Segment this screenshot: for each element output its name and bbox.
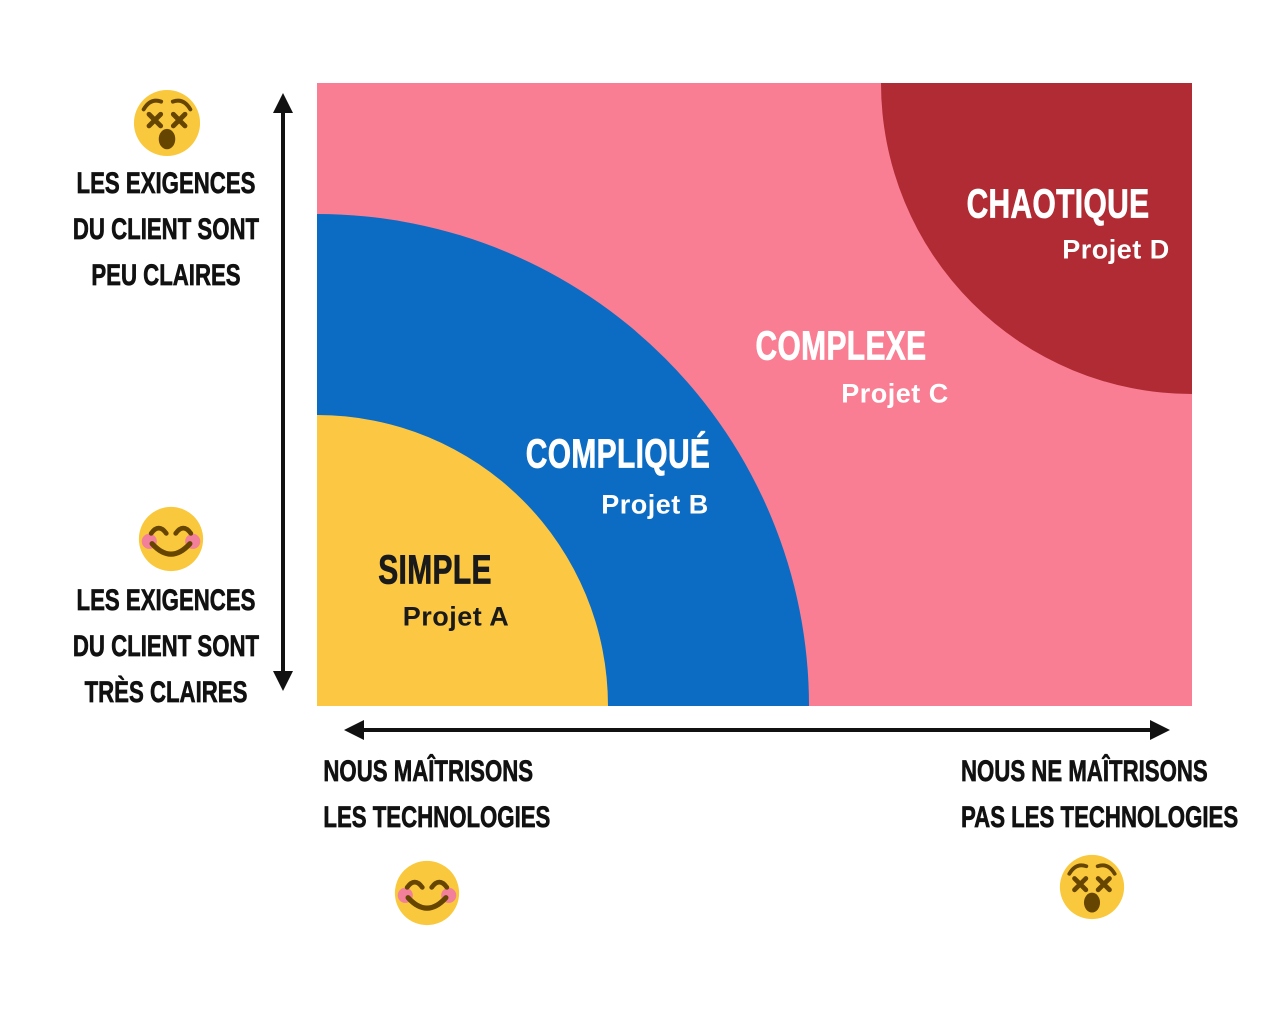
y-axis-high-line3: PEU CLAIRES	[91, 259, 241, 293]
zone-chaotique-title: CHAOTIQUE	[933, 180, 1184, 228]
zone-chaotique-subtitle: Projet D	[1062, 235, 1170, 266]
zone-complexe-subtitle: Projet C	[841, 379, 949, 410]
x-axis-right-line1: NOUS NE MAÎTRISONS	[961, 755, 1208, 789]
smiling-face-blush-icon	[393, 859, 461, 927]
zone-complique-title: COMPLIQUÉ	[492, 430, 745, 478]
y-axis-low-line2: DU CLIENT SONT	[72, 630, 260, 664]
zone-complexe-title-text: COMPLEXE	[755, 322, 927, 369]
dizzy-face-icon	[132, 88, 202, 158]
x-axis-left-line2: LES TECHNOLOGIES	[323, 801, 551, 835]
x-axis-right-line2: PAS LES TECHNOLOGIES	[961, 801, 1239, 835]
dizzy-face-icon	[1058, 853, 1126, 921]
zone-simple-subtitle: Projet A	[403, 602, 510, 633]
y-axis-high-line2: DU CLIENT SONT	[72, 213, 260, 247]
zone-chaotique-subtitle-text: Projet D	[1062, 234, 1170, 265]
x-axis-left-line1: NOUS MAÎTRISONS	[323, 755, 534, 789]
x-axis-right-label: NOUS NE MAÎTRISONS PAS LES TECHNOLOGIES	[922, 749, 1239, 841]
zone-simple-title-text: SIMPLE	[378, 546, 492, 593]
y-axis-low-line1: LES EXIGENCES	[76, 584, 256, 618]
chart-area: SIMPLE Projet A COMPLIQUÉ Projet B COMPL…	[317, 83, 1192, 706]
zone-simple-subtitle-text: Projet A	[402, 601, 510, 632]
y-axis-high-label: LES EXIGENCES DU CLIENT SONT PEU CLAIRES	[36, 161, 296, 299]
zone-chaotique-title-text: CHAOTIQUE	[966, 180, 1150, 227]
y-axis-low-line3: TRÈS CLAIRES	[84, 676, 248, 710]
zone-simple-title: SIMPLE	[357, 546, 513, 594]
y-axis-high-line1: LES EXIGENCES	[76, 167, 256, 201]
y-axis-low-label: LES EXIGENCES DU CLIENT SONT TRÈS CLAIRE…	[36, 578, 296, 716]
zone-complexe-subtitle-text: Projet C	[841, 378, 949, 409]
zone-complique-subtitle: Projet B	[601, 490, 709, 521]
zone-complexe-title: COMPLEXE	[724, 322, 958, 370]
x-axis-left-label: NOUS MAÎTRISONS LES TECHNOLOGIES	[287, 749, 567, 841]
smiling-face-blush-icon	[137, 505, 205, 573]
zone-complique-title-text: COMPLIQUÉ	[525, 430, 711, 477]
zone-complique-subtitle-text: Projet B	[601, 489, 709, 520]
